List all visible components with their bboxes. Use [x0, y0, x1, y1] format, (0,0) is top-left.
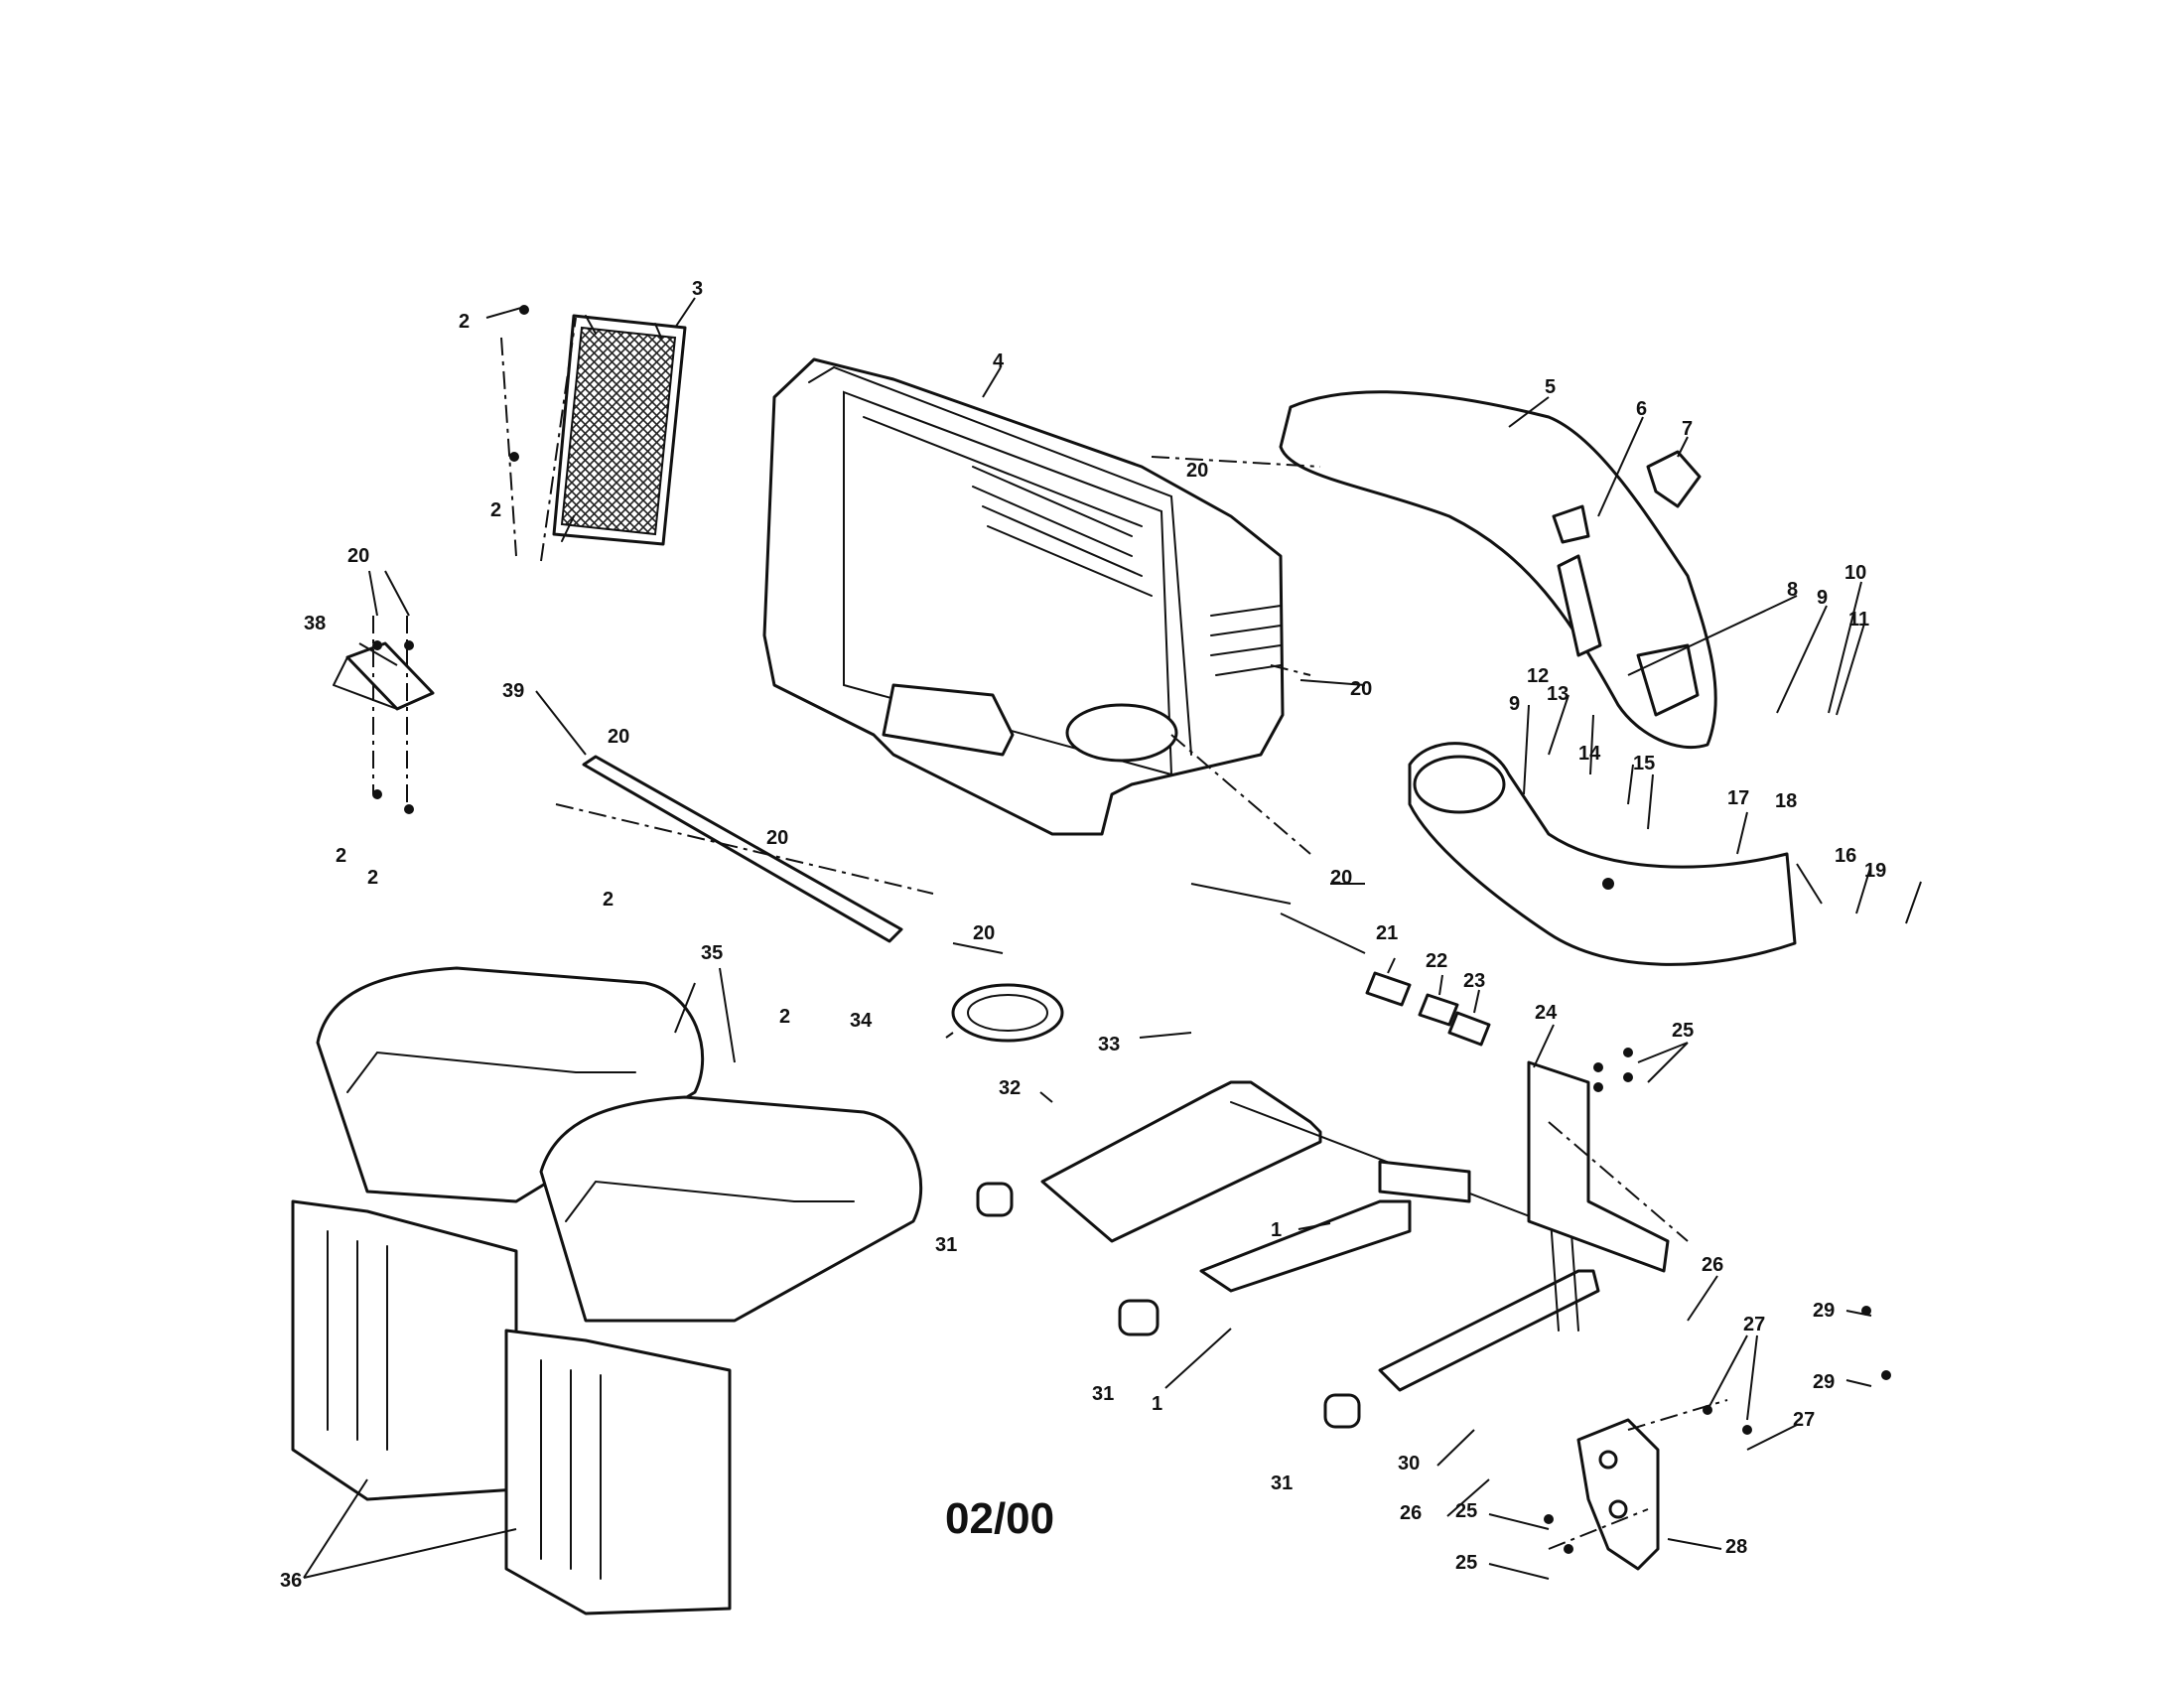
callout-2: 2	[603, 889, 614, 911]
callout-2: 2	[459, 311, 470, 333]
callout-7: 7	[1682, 418, 1693, 440]
callout-2: 2	[336, 845, 346, 867]
callout-20: 20	[1186, 460, 1208, 482]
callout-2: 2	[490, 499, 501, 521]
callout-27: 27	[1743, 1314, 1765, 1335]
callout-17: 17	[1727, 787, 1749, 809]
callout-1: 1	[1271, 1219, 1282, 1241]
callouts: 2 3 2 4 20 20 20 5 6 7 8 9 10 11 9 12 13…	[280, 278, 1886, 1592]
bracket-24	[1527, 1060, 1670, 1273]
callout-28: 28	[1725, 1536, 1747, 1558]
callout-31: 31	[1271, 1473, 1293, 1494]
callout-15: 15	[1633, 753, 1655, 774]
hardware-dots	[372, 305, 1891, 1554]
collector-housing	[762, 357, 1285, 836]
callout-21: 21	[1376, 922, 1398, 944]
callout-6: 6	[1636, 398, 1647, 420]
callout-31: 31	[935, 1234, 957, 1256]
callout-19: 19	[1864, 860, 1886, 882]
callout-2: 2	[779, 1006, 790, 1028]
callout-23: 23	[1463, 970, 1485, 992]
bracket-38	[333, 641, 435, 711]
callout-8: 8	[1787, 579, 1798, 601]
callout-3: 3	[692, 278, 703, 300]
callout-36: 36	[280, 1570, 302, 1592]
cylinders-31	[976, 1182, 1361, 1429]
callout-5: 5	[1545, 376, 1556, 398]
callout-20: 20	[1330, 867, 1352, 889]
callout-20: 20	[973, 922, 995, 944]
callout-30: 30	[1398, 1453, 1420, 1474]
callout-16: 16	[1835, 845, 1856, 867]
callout-22: 22	[1426, 950, 1447, 972]
callout-39: 39	[502, 680, 524, 702]
bag-right	[504, 1095, 923, 1615]
springs	[1365, 971, 1491, 1047]
callout-26: 26	[1702, 1254, 1723, 1276]
adapter-tube	[1408, 742, 1797, 966]
chute	[1279, 390, 1717, 750]
callout-13: 13	[1547, 683, 1569, 705]
callout-25: 25	[1455, 1552, 1477, 1574]
alignment-lines	[372, 317, 1728, 1550]
callout-2: 2	[367, 867, 378, 889]
callout-34: 34	[850, 1010, 873, 1032]
bracket-28	[1576, 1418, 1660, 1571]
date-stamp: 02/00	[945, 1494, 1054, 1543]
screen-panel	[552, 314, 687, 546]
callout-32: 32	[999, 1077, 1021, 1099]
callout-1: 1	[1152, 1393, 1162, 1415]
frame-32	[1040, 1080, 1600, 1392]
callout-12: 12	[1527, 665, 1549, 687]
callout-31: 31	[1092, 1383, 1114, 1405]
callout-35: 35	[701, 942, 723, 964]
callout-26: 26	[1400, 1502, 1422, 1524]
callout-29: 29	[1813, 1371, 1835, 1393]
callout-10: 10	[1844, 562, 1866, 584]
callout-27: 27	[1793, 1409, 1815, 1431]
callout-14: 14	[1578, 743, 1601, 765]
callout-20: 20	[1350, 678, 1372, 700]
ring-34	[951, 983, 1064, 1043]
callout-33: 33	[1098, 1034, 1120, 1055]
callout-9: 9	[1817, 587, 1828, 609]
callout-25: 25	[1455, 1500, 1477, 1522]
callout-9: 9	[1509, 693, 1520, 715]
callout-20: 20	[766, 827, 788, 849]
callout-20: 20	[608, 726, 629, 748]
leader-lines	[303, 297, 1922, 1580]
strip-39	[582, 755, 903, 943]
callout-20: 20	[347, 545, 369, 567]
callout-24: 24	[1535, 1002, 1558, 1024]
latch	[1646, 450, 1702, 508]
callout-18: 18	[1775, 790, 1797, 812]
callout-38: 38	[304, 613, 326, 634]
callout-25: 25	[1672, 1020, 1694, 1042]
callout-29: 29	[1813, 1300, 1835, 1322]
callout-11: 11	[1848, 609, 1869, 631]
callout-4: 4	[993, 351, 1005, 372]
